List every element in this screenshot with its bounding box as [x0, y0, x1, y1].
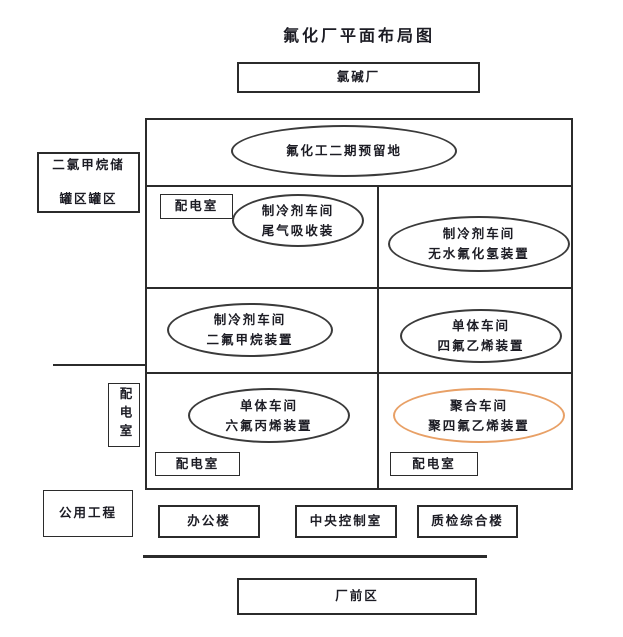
diagram-title: 氟化厂平面布局图: [282, 28, 435, 45]
r32-line1: 制冷剂车间: [213, 313, 287, 327]
control-room-label: 中央控制室: [309, 514, 383, 529]
box-central-control-room: 中央控制室: [295, 505, 397, 538]
ahf-line2: 无水氟化氢装置: [428, 247, 530, 261]
box-dcm-tank-area: 二氯甲烷储 罐区罐区: [37, 152, 140, 213]
ellipse-ahf-unit: 制冷剂车间 无水氟化氢装置: [388, 216, 570, 272]
power-room-vertical-label: 配电室: [117, 387, 132, 443]
office-label: 办公楼: [187, 514, 231, 529]
box-chlor-alkali-plant: 氯碱厂: [237, 62, 480, 93]
box-office-building: 办公楼: [158, 505, 260, 538]
box-power-room-bottom-right: 配电室: [390, 452, 478, 476]
tfe-line1: 单体车间: [451, 319, 510, 333]
plant-boundary-rect: [145, 118, 573, 490]
ahf-line1: 制冷剂车间: [442, 227, 516, 241]
power-room-bl-label: 配电室: [175, 456, 220, 471]
box-power-room-top: 配电室: [160, 194, 233, 219]
grid-hline-row2: [146, 287, 572, 289]
box-front-area: 厂前区: [237, 578, 477, 615]
ellipse-hfp-unit: 单体车间 六氟丙烯装置: [188, 388, 350, 443]
front-area-label: 厂前区: [335, 589, 379, 604]
power-room-br-label: 配电室: [412, 456, 456, 471]
left-boundary-line: [53, 364, 145, 366]
power-room-top-label: 配电室: [174, 199, 219, 214]
box-qc-building: 质检综合楼: [417, 505, 518, 538]
ellipse-reserved-land: 氟化工二期预留地: [231, 125, 457, 177]
box-power-room-left-vertical: 配电室: [108, 383, 140, 447]
box-chlor-alkali-label: 氯碱厂: [336, 70, 381, 85]
ptfe-line1: 聚合车间: [449, 398, 508, 413]
hfp-line2: 六氟丙烯装置: [225, 418, 313, 433]
tank-area-line1: 二氯甲烷储: [52, 158, 125, 173]
r32-line2: 二氟甲烷装置: [206, 333, 294, 347]
box-power-room-bottom-left: 配电室: [155, 452, 240, 476]
tail-gas-line1: 制冷剂车间: [261, 203, 335, 218]
ellipse-r32-unit: 制冷剂车间 二氟甲烷装置: [167, 303, 333, 357]
tank-area-label: 二氯甲烷储 罐区罐区: [52, 157, 125, 208]
grid-hline-row3: [146, 372, 572, 374]
grid-vline-center: [377, 186, 379, 489]
tfe-line2: 四氟乙烯装置: [437, 339, 525, 353]
ellipse-tfe-unit: 单体车间 四氟乙烯装置: [400, 309, 562, 363]
box-utilities: 公用工程: [43, 490, 133, 537]
hfp-line1: 单体车间: [239, 398, 298, 413]
ellipse-tail-gas-unit: 制冷剂车间 尾气吸收装: [232, 194, 364, 247]
tail-gas-line2: 尾气吸收装: [261, 223, 335, 238]
grid-hline-row1: [146, 185, 572, 187]
ptfe-line2: 聚四氟乙烯装置: [428, 418, 530, 433]
tank-area-line2: 罐区罐区: [59, 191, 118, 206]
road-line: [143, 555, 487, 558]
utilities-label: 公用工程: [58, 506, 117, 521]
qc-label: 质检综合楼: [431, 514, 504, 529]
reserved-land-label: 氟化工二期预留地: [285, 144, 402, 158]
ellipse-ptfe-unit: 聚合车间 聚四氟乙烯装置: [393, 388, 565, 443]
